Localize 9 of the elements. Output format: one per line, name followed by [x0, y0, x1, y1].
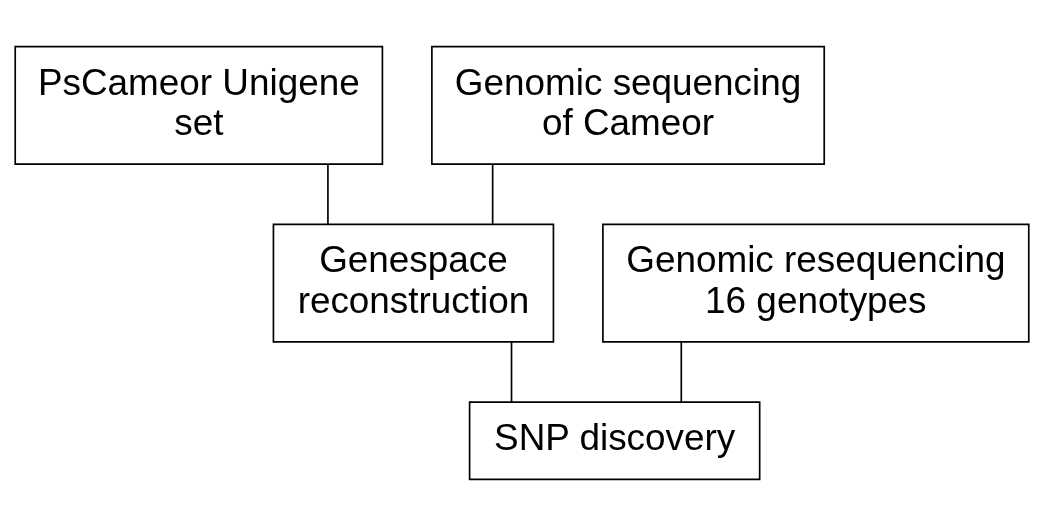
connector [491, 162, 494, 225]
node-box: Genespace reconstruction [272, 223, 555, 343]
node-box: Genomic resequencing 16 genotypes [602, 223, 1030, 343]
connector [680, 340, 683, 403]
connector [327, 162, 329, 225]
node-box: SNP discovery [468, 400, 761, 480]
node-box: PsCameor Unigene set [14, 45, 384, 165]
node-box: Genomic sequencing of Cameor [431, 45, 826, 165]
connector [510, 340, 513, 403]
